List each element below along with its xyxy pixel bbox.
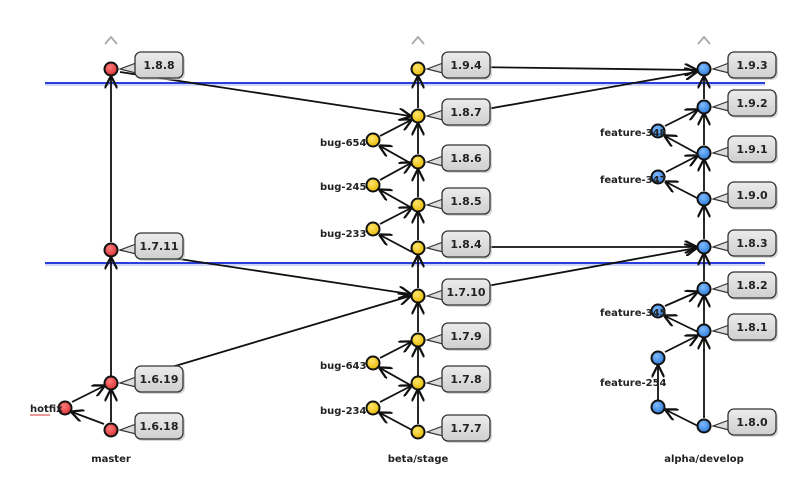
tag-1-7-11: 1.7.11 xyxy=(117,232,185,261)
branch-label-feature-348: feature-348 xyxy=(600,128,667,139)
tag-1-7-10: 1.7.10 xyxy=(424,278,492,307)
node-1-8-4 xyxy=(410,240,426,256)
node-bug-245 xyxy=(365,177,381,193)
tag-label: 1.9.0 xyxy=(736,189,768,202)
tag-1-7-7: 1.7.7 xyxy=(424,414,492,443)
tag-label: 1.9.3 xyxy=(736,59,767,72)
tag-1-8-4: 1.8.4 xyxy=(424,230,492,259)
tag-label: 1.8.2 xyxy=(736,279,767,292)
node-1-8-6 xyxy=(410,154,426,170)
tag-label: 1.8.8 xyxy=(143,59,174,72)
tag-1-8-2: 1.8.2 xyxy=(710,271,778,300)
node-bug-233 xyxy=(365,221,381,237)
tag-1-8-8: 1.8.8 xyxy=(117,51,185,80)
branch-label-feature-345: feature-345 xyxy=(600,308,667,319)
tag-1-9-0: 1.9.0 xyxy=(710,181,778,210)
tag-label: 1.8.4 xyxy=(450,238,482,251)
tag-label: 1.6.19 xyxy=(140,373,179,386)
lane-label-beta-stage: beta/stage xyxy=(388,454,449,465)
lane-label-master: master xyxy=(91,454,131,465)
version-tags: 1.8.8 1.7.11 1.6.19 1.6.18 1.9.4 1.8.7 1.8.6 1.… xyxy=(117,51,778,443)
node-1-8-2 xyxy=(696,281,712,297)
tag-1-8-3: 1.8.3 xyxy=(710,229,778,258)
tag-label: 1.7.9 xyxy=(450,330,481,343)
node-1-9-2 xyxy=(696,99,712,115)
branch-label-bug-234: bug-234 xyxy=(320,406,367,417)
branch-label-feature-254: feature-254 xyxy=(600,378,667,389)
node-feature-347 xyxy=(650,169,666,185)
tag-label: 1.8.5 xyxy=(450,195,481,208)
node-bug-234 xyxy=(365,400,381,416)
node-bug-654 xyxy=(365,132,381,148)
commit-nodes xyxy=(57,61,712,440)
tag-1-9-1: 1.9.1 xyxy=(710,135,778,164)
node-1-8-3 xyxy=(696,239,712,255)
node-1-9-3 xyxy=(696,61,712,77)
node-1-9-4 xyxy=(410,61,426,77)
tag-label: 1.9.1 xyxy=(736,143,767,156)
tag-1-8-0: 1.8.0 xyxy=(710,408,778,437)
tag-label: 1.7.11 xyxy=(140,240,179,253)
branch-label-bug-233: bug-233 xyxy=(320,229,367,240)
tag-label: 1.9.2 xyxy=(736,97,767,110)
node-feature-254-b xyxy=(650,399,666,415)
tag-1-6-18: 1.6.18 xyxy=(117,412,185,441)
node-1-6-19 xyxy=(103,375,119,391)
tag-1-8-6: 1.8.6 xyxy=(424,144,492,173)
branch-label-bug-654: bug-654 xyxy=(320,138,367,149)
branch-label-bug-245: bug-245 xyxy=(320,182,367,193)
lane-label-alpha-develop: alpha/develop xyxy=(664,454,744,465)
branch-label-hotfix: hotfix xyxy=(30,404,63,415)
tag-label: 1.8.0 xyxy=(736,416,768,429)
node-1-7-10 xyxy=(410,288,426,304)
branch-label-feature-347: feature-347 xyxy=(600,175,667,186)
node-feature-348 xyxy=(650,123,666,139)
tag-label: 1.7.7 xyxy=(450,422,481,435)
continuation-arrows xyxy=(104,35,711,45)
lane-labels: master beta/stage alpha/develop xyxy=(91,454,744,465)
tag-1-8-7: 1.8.7 xyxy=(424,98,492,127)
tag-1-9-3: 1.9.3 xyxy=(710,51,778,80)
node-1-8-5 xyxy=(410,197,426,213)
tag-label: 1.8.6 xyxy=(450,152,482,165)
tag-label: 1.9.4 xyxy=(450,59,482,72)
node-1-8-1 xyxy=(696,323,712,339)
node-hotfix xyxy=(57,400,73,416)
tag-label: 1.8.7 xyxy=(450,106,481,119)
tag-1-7-9: 1.7.9 xyxy=(424,322,492,351)
node-1-6-18 xyxy=(103,422,119,438)
release-line-middle xyxy=(45,262,765,266)
tag-1-8-5: 1.8.5 xyxy=(424,187,492,216)
node-1-7-8 xyxy=(410,375,426,391)
node-bug-643 xyxy=(365,355,381,371)
tag-label: 1.8.3 xyxy=(736,237,767,250)
release-line-top xyxy=(45,82,765,86)
node-1-9-1 xyxy=(696,145,712,161)
node-1-7-11 xyxy=(103,242,119,258)
node-1-8-7 xyxy=(410,108,426,124)
trunk-edges xyxy=(111,77,704,424)
tag-label: 1.7.8 xyxy=(450,373,481,386)
tag-label: 1.7.10 xyxy=(447,286,486,299)
tag-1-7-8: 1.7.8 xyxy=(424,365,492,394)
node-1-8-8 xyxy=(103,61,119,77)
tag-1-6-19: 1.6.19 xyxy=(117,365,185,394)
tag-1-8-1: 1.8.1 xyxy=(710,313,778,342)
node-1-9-0 xyxy=(696,191,712,207)
node-1-7-7 xyxy=(410,424,426,440)
node-1-7-9 xyxy=(410,332,426,348)
branch-edges xyxy=(72,110,698,431)
tag-1-9-2: 1.9.2 xyxy=(710,89,778,118)
node-feature-345 xyxy=(650,303,666,319)
node-feature-254-a xyxy=(650,350,666,366)
node-1-8-0 xyxy=(696,418,712,434)
branch-label-bug-643: bug-643 xyxy=(320,361,367,372)
tag-label: 1.6.18 xyxy=(140,420,179,433)
tag-label: 1.8.1 xyxy=(736,321,767,334)
tag-1-9-4: 1.9.4 xyxy=(424,51,492,80)
merge-edges xyxy=(119,67,696,373)
branch-labels: hotfix bug-654 bug-245 bug-233 bug-643 b… xyxy=(30,128,667,417)
